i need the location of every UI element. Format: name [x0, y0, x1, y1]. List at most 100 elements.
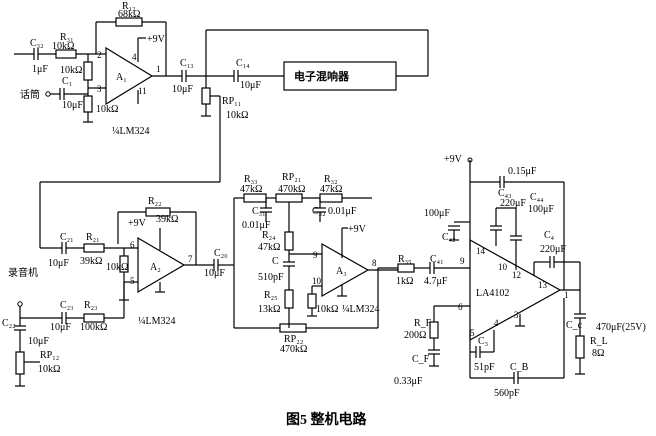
pot-rp12 [15, 351, 25, 375]
component-label: ¼LM324 [342, 304, 380, 315]
opamp-a1 [105, 46, 154, 106]
component-label: C₃ [478, 336, 488, 347]
resistor-r24 [284, 231, 294, 251]
recorder-label: 录音机 [8, 266, 38, 279]
component-label: 6 [130, 240, 135, 250]
component-label: C₂₃ [60, 300, 74, 311]
component-label: ¼LM324 [138, 316, 176, 327]
component-label: C₁₃ [180, 58, 194, 69]
stage-a1: A₁ 2 3 1 4 11 +9V R₁₂ 68kΩ C₃₂ 1μF R₃₁ 1… [14, 1, 167, 137]
component-label: 1μF [32, 64, 48, 75]
component-label: RP₂₂ [284, 334, 303, 345]
component-label: 100μF [424, 208, 450, 219]
resistor-r33 [243, 193, 267, 203]
component-label: R₂₄ [262, 230, 276, 241]
component-label: C₃₂ [312, 206, 326, 217]
component-label: 12 [512, 270, 521, 280]
component-label: C_c [566, 320, 583, 331]
component-label: 10μF [172, 84, 193, 95]
component-label: 13 [538, 280, 548, 290]
resistor-r23 [83, 313, 105, 323]
component-label: C₁ [62, 76, 72, 87]
component-label: RP₁₂ [40, 350, 59, 361]
reverb-mixer-label: 电子混响器 [294, 69, 350, 83]
component-label: C₂₀ [214, 248, 228, 259]
component-label: 39kΩ [80, 256, 102, 267]
component-label: 3 [97, 84, 102, 94]
component-label: RP₂₁ [282, 172, 301, 183]
component-label: 13kΩ [258, 304, 280, 315]
component-label: 470kΩ [278, 184, 305, 195]
component-label: 10kΩ [226, 110, 248, 121]
component-label: C₃₁ [252, 206, 266, 217]
resistor-bias2-a1 [83, 95, 93, 113]
component-label: C₄₄ [530, 192, 544, 203]
component-label: 2 [97, 50, 102, 60]
stage-a3: R₃₃ 47kΩ RP₂₁ 470kΩ R₃₂ 47kΩ C₃₁ 0.01μF … [233, 172, 398, 355]
component-label: C₁₄ [236, 58, 250, 69]
component-label: 10kΩ [52, 41, 74, 52]
component-label: 8Ω [592, 348, 604, 359]
component-label: 68kΩ [118, 9, 140, 20]
component-label: 220μF [540, 244, 566, 255]
component-label: 3 [514, 310, 519, 320]
component-label: 10μF [28, 336, 49, 347]
component-label: 10μF [48, 258, 69, 269]
component-label: 51pF [474, 362, 495, 373]
opamp-a2 [137, 236, 186, 294]
component-label: 5 [130, 276, 135, 286]
component-label: 10 [312, 276, 322, 286]
component-label: C_B [510, 362, 529, 373]
component-label: 10kΩ [38, 364, 60, 375]
ic-la4102 [469, 238, 562, 342]
component-label: C₄₁ [430, 254, 444, 265]
component-label: 9 [313, 250, 318, 260]
wire [467, 157, 473, 163]
component-label: C₃₂ [30, 38, 44, 49]
component-label: R_F [414, 318, 432, 329]
component-label: 1 [156, 64, 161, 74]
stage-la4102: R₃₅ 1kΩ C₄₁ 4.7μF LA4102 9 14 10 12 13 6… [378, 154, 646, 399]
component-label: R₂₃ [84, 300, 98, 311]
resistor-bias-a3 [307, 293, 317, 309]
component-label: R₃₂ [324, 174, 338, 185]
component-label: +9V [348, 224, 367, 235]
component-label: 10μF [62, 100, 83, 111]
resistor-r25 [284, 289, 294, 309]
component-label: R₂₅ [264, 290, 278, 301]
component-label: 10 [498, 262, 508, 272]
component-label: +9V [444, 154, 463, 165]
stage-a1-output: C₁₃ 10μF C₁₄ 10μF 电子混响器 RP₁₁ 10kΩ [39, 29, 429, 248]
component-label: C₄₃ [498, 188, 512, 199]
component-label: 220μF [500, 198, 526, 209]
pot-rp21 [275, 193, 303, 203]
component-label: R₁₂ [122, 1, 136, 12]
component-label: C₄₂ [442, 232, 456, 243]
component-label: RP₁₁ [222, 96, 241, 107]
component-label: 0.01μF [242, 220, 271, 231]
component-label: R_L [590, 336, 608, 347]
a1-label: A₁ [116, 72, 127, 83]
wire [17, 301, 23, 307]
component-label: 0.15μF [508, 166, 537, 177]
component-label: A₂ [150, 262, 161, 273]
component-label: 4 [132, 52, 137, 62]
component-label: R₂₂ [148, 196, 162, 207]
component-label: 0.01μF [328, 206, 357, 217]
component-label: C₄ [544, 230, 555, 241]
la4102-label: LA4102 [476, 288, 509, 299]
pot-rp11 [201, 87, 211, 105]
mic-label: 话筒 [20, 88, 40, 101]
component-label: 47kΩ [240, 184, 262, 195]
component-label: 10kΩ [106, 262, 128, 273]
component-label: 10μF [204, 268, 225, 279]
resistor-r32 [319, 193, 343, 203]
component-label: 510pF [258, 272, 284, 283]
component-label: 470μF(25V) [596, 322, 646, 333]
component-label: 11 [138, 86, 147, 96]
component-label: 10kΩ [60, 65, 82, 76]
component-label: +9V [128, 218, 147, 229]
component-label: 10μF [50, 322, 71, 333]
component-label: C₂₂ [2, 318, 16, 329]
